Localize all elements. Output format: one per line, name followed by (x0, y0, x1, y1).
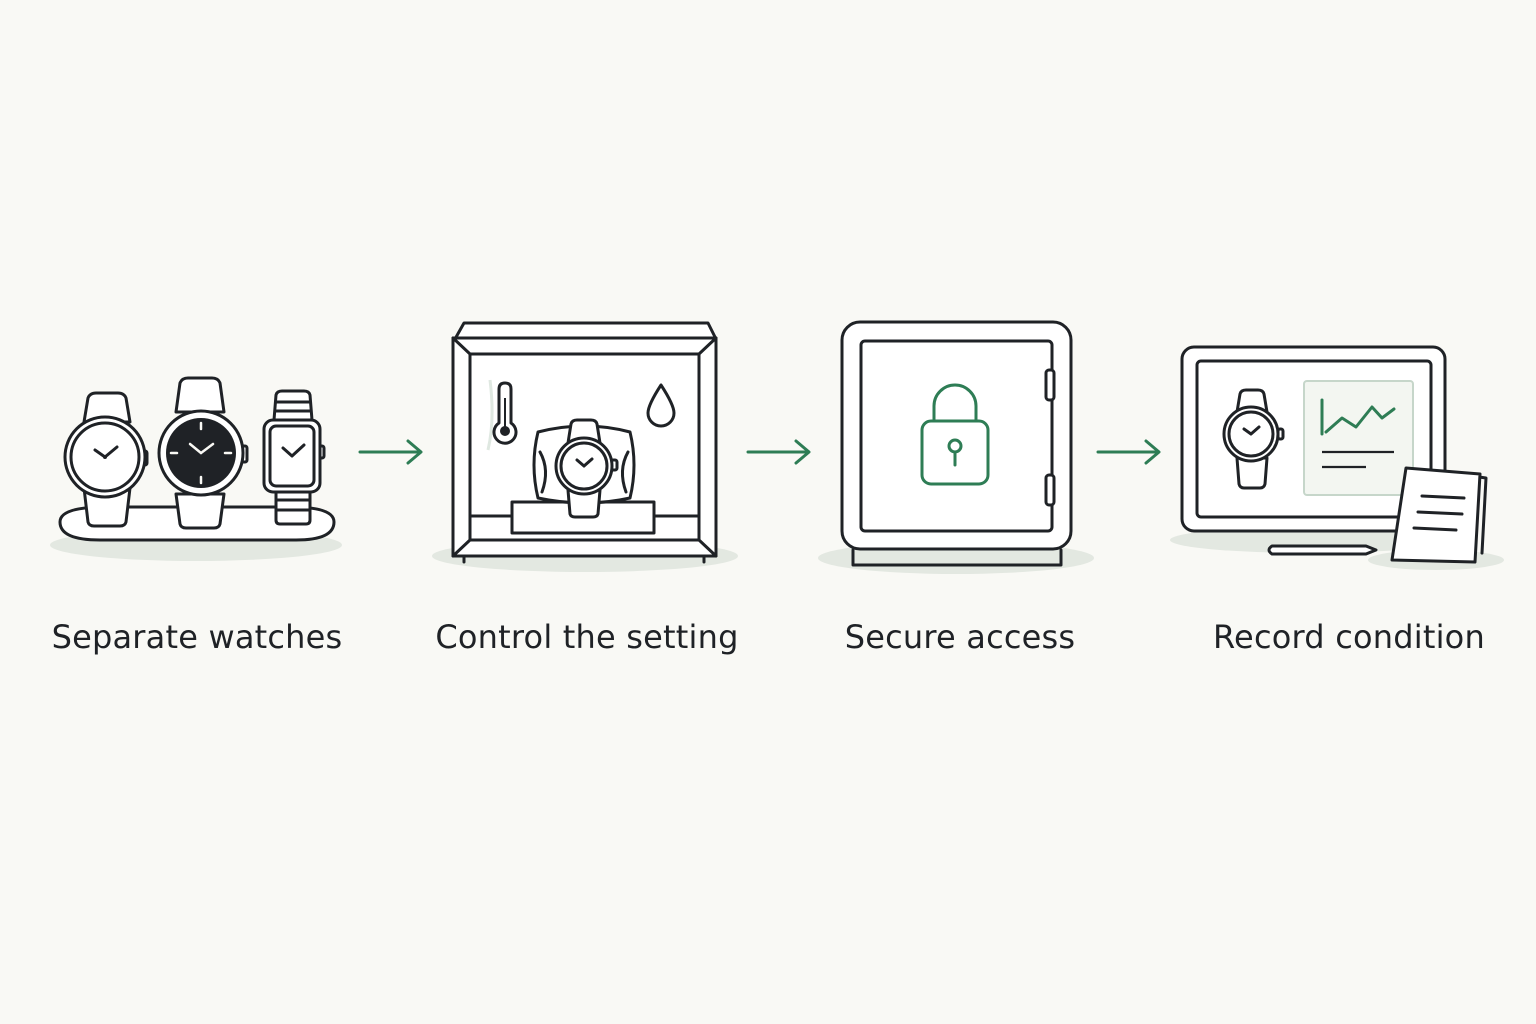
step-label-record-condition: Record condition (1213, 618, 1485, 656)
watch-on-pillow-icon (554, 418, 619, 519)
watch-silver-icon (63, 391, 149, 528)
safe-lock-icon (818, 320, 1094, 574)
thermometer-icon (492, 381, 518, 445)
condition-log-icon (1170, 345, 1504, 570)
watch-black-dial-icon (157, 376, 249, 530)
watch-rectangular-icon (262, 389, 326, 526)
watch-on-screen-icon (1222, 388, 1285, 490)
watch-tray-icon (50, 376, 342, 561)
arrow-right-icon (746, 439, 811, 465)
step-label-control-the-setting: Control the setting (435, 618, 739, 656)
pen-icon (1267, 544, 1378, 556)
arrow-right-icon (1096, 439, 1161, 465)
arrow-right-icon (358, 439, 423, 465)
notepad-icon (1390, 466, 1488, 564)
step-label-separate-watches: Separate watches (51, 618, 343, 656)
step-label-secure-access: Secure access (844, 618, 1076, 656)
display-case-icon (432, 321, 738, 572)
condition-chart-icon (1303, 380, 1414, 496)
humidity-drop-icon (646, 383, 676, 428)
